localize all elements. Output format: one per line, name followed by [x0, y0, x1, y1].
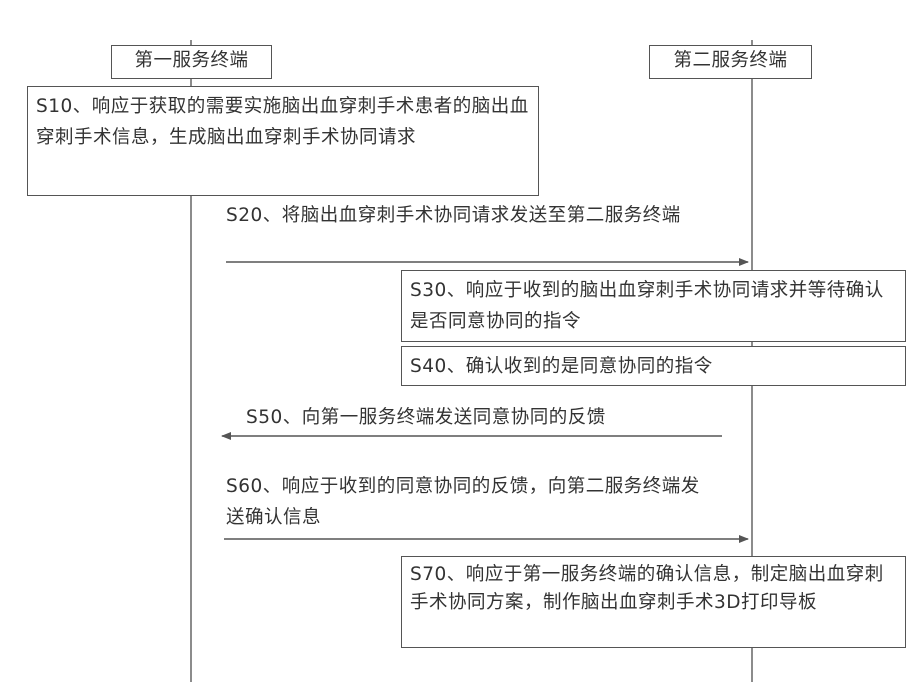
step-s50-label: S50、向第一服务终端发送同意协同的反馈 — [246, 402, 736, 433]
step-s40-box: S40、确认收到的是同意协同的指令 — [401, 346, 906, 386]
step-s10-box: S10、响应于获取的需要实施脑出血穿刺手术患者的脑出血穿刺手术信息，生成脑出血穿… — [27, 86, 539, 196]
step-s70-box: S70、响应于第一服务终端的确认信息，制定脑出血穿刺手术协同方案，制作脑出血穿刺… — [401, 556, 906, 648]
step-s20-label: S20、将脑出血穿刺手术协同请求发送至第二服务终端 — [226, 200, 718, 231]
step-s30-box: S30、响应于收到的脑出血穿刺手术协同请求并等待确认是否同意协同的指令 — [401, 270, 906, 342]
participant-first-header: 第一服务终端 — [111, 45, 272, 79]
participant-second-header: 第二服务终端 — [649, 45, 812, 79]
step-s60-label: S60、响应于收到的同意协同的反馈，向第二服务终端发送确认信息 — [226, 471, 718, 533]
